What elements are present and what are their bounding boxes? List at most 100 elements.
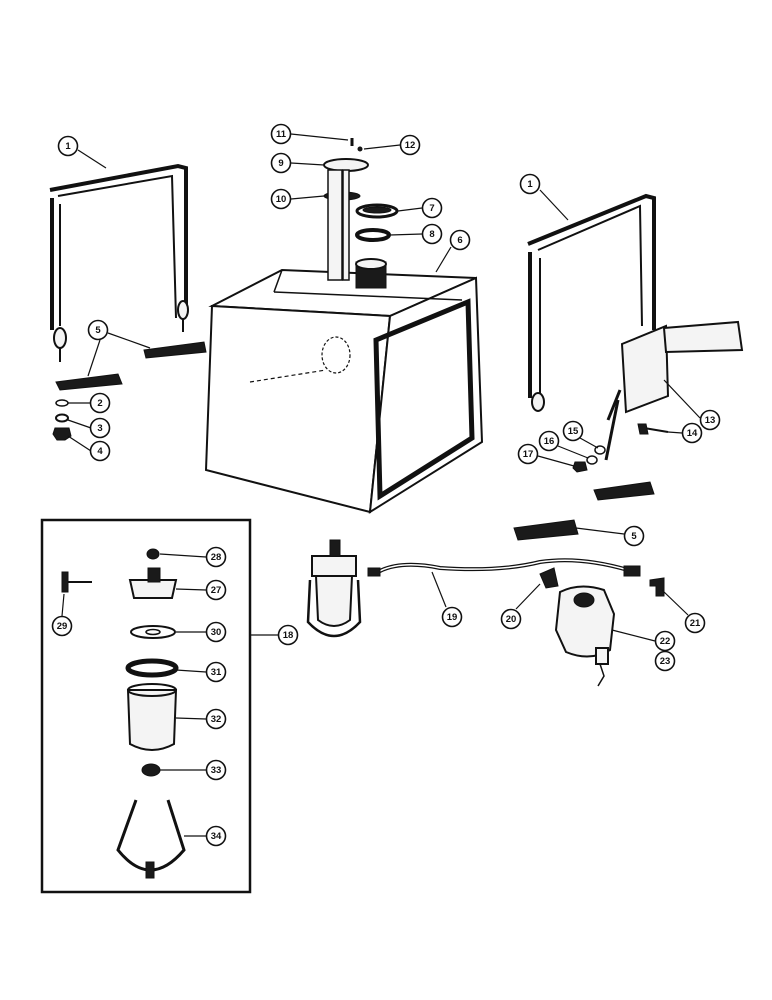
callout-label: 6 (457, 235, 462, 246)
callout-2: 2 (89, 392, 111, 414)
callout-label: 15 (568, 426, 579, 437)
callout-8: 8 (421, 223, 443, 245)
callout-label: 16 (544, 436, 555, 447)
callout-label: 3 (97, 423, 102, 434)
callout-16: 16 (538, 430, 560, 452)
callout-circle (205, 708, 227, 730)
line-clip (539, 567, 559, 589)
callout-label: 28 (211, 552, 222, 563)
callout-circle (57, 135, 79, 157)
callout-21: 21 (684, 612, 706, 634)
callout-23: 23 (654, 650, 676, 672)
callout-label: 8 (429, 229, 434, 240)
callout-9: 9 (270, 152, 292, 174)
callout-label: 7 (429, 203, 434, 214)
callout-4: 4 (89, 440, 111, 462)
callout-circle (205, 546, 227, 568)
callout-33: 33 (205, 759, 227, 781)
callout-circle (654, 630, 676, 652)
callout-circle (205, 661, 227, 683)
callout-27: 27 (205, 579, 227, 601)
callout-circle (538, 430, 560, 452)
tank-pad (55, 341, 207, 391)
callout-circle (421, 223, 443, 245)
callout-circle (684, 612, 706, 634)
inset-parts (61, 548, 186, 879)
strap-bracket (604, 320, 744, 461)
callout-label: 14 (687, 428, 698, 439)
callout-label: 11 (276, 129, 287, 140)
callout-circle (270, 188, 292, 210)
callout-14: 14 (681, 422, 703, 444)
right-tank-pad (513, 481, 655, 541)
callout-29: 29 (51, 615, 73, 637)
callout-circle (562, 420, 584, 442)
callout-1: 1 (519, 173, 541, 195)
callout-label: 32 (211, 714, 222, 725)
callout-circle (421, 197, 443, 219)
callout-circle (441, 606, 463, 628)
callout-label: 23 (660, 656, 671, 667)
callout-label: 21 (690, 618, 701, 629)
right-washer-nut-stack (572, 445, 606, 473)
callout-label: 33 (211, 765, 222, 776)
callout-label: 2 (97, 398, 102, 409)
inset-frame (40, 518, 252, 894)
callout-label: 12 (405, 140, 416, 151)
fuel-tank (204, 268, 484, 514)
leader-lines (61, 133, 701, 837)
callout-12: 12 (399, 134, 421, 156)
right-tank-strap (527, 193, 656, 412)
callout-3: 3 (89, 417, 111, 439)
carburetor (554, 585, 616, 687)
callout-circle (205, 579, 227, 601)
callout-circle (681, 422, 703, 444)
callout-label: 5 (95, 325, 101, 336)
callout-18: 18 (277, 624, 299, 646)
callout-label: 27 (211, 585, 222, 596)
callout-7: 7 (421, 197, 443, 219)
callout-label: 4 (97, 446, 103, 457)
callout-circle (51, 615, 73, 637)
callout-circle (89, 417, 111, 439)
callout-label: 17 (523, 449, 534, 460)
callout-circle (270, 123, 292, 145)
callout-32: 32 (205, 708, 227, 730)
callout-label: 5 (631, 531, 637, 542)
callout-label: 31 (211, 667, 222, 678)
callout-11: 11 (270, 123, 292, 145)
callout-5: 5 (623, 525, 645, 547)
callout-label: 1 (65, 141, 71, 152)
callout-circle (517, 443, 539, 465)
callout-19: 19 (441, 606, 463, 628)
callout-22: 22 (654, 630, 676, 652)
filler-neck (355, 258, 387, 289)
callout-circle (277, 624, 299, 646)
callout-circle (89, 440, 111, 462)
callout-30: 30 (205, 621, 227, 643)
fuel-gauge-sending-unit (249, 138, 369, 383)
bracket-bolt (637, 423, 669, 435)
callout-circle (205, 825, 227, 847)
elbow-fitting (649, 577, 665, 597)
callout-6: 6 (449, 229, 471, 251)
callout-label: 22 (660, 636, 671, 647)
callout-28: 28 (205, 546, 227, 568)
callout-circle (623, 525, 645, 547)
callout-label: 10 (276, 194, 287, 205)
callout-17: 17 (517, 443, 539, 465)
callout-5: 5 (87, 319, 109, 341)
callout-label: 1 (527, 179, 533, 190)
callout-circle (449, 229, 471, 251)
callout-13: 13 (699, 409, 721, 431)
callout-label: 18 (283, 630, 294, 641)
washer-nut-stack (52, 399, 72, 441)
filler-cap-gasket (355, 203, 399, 242)
callout-circle (270, 152, 292, 174)
callout-circle (205, 621, 227, 643)
callout-label: 20 (506, 614, 517, 625)
callout-label: 34 (211, 831, 222, 842)
callout-circle (399, 134, 421, 156)
